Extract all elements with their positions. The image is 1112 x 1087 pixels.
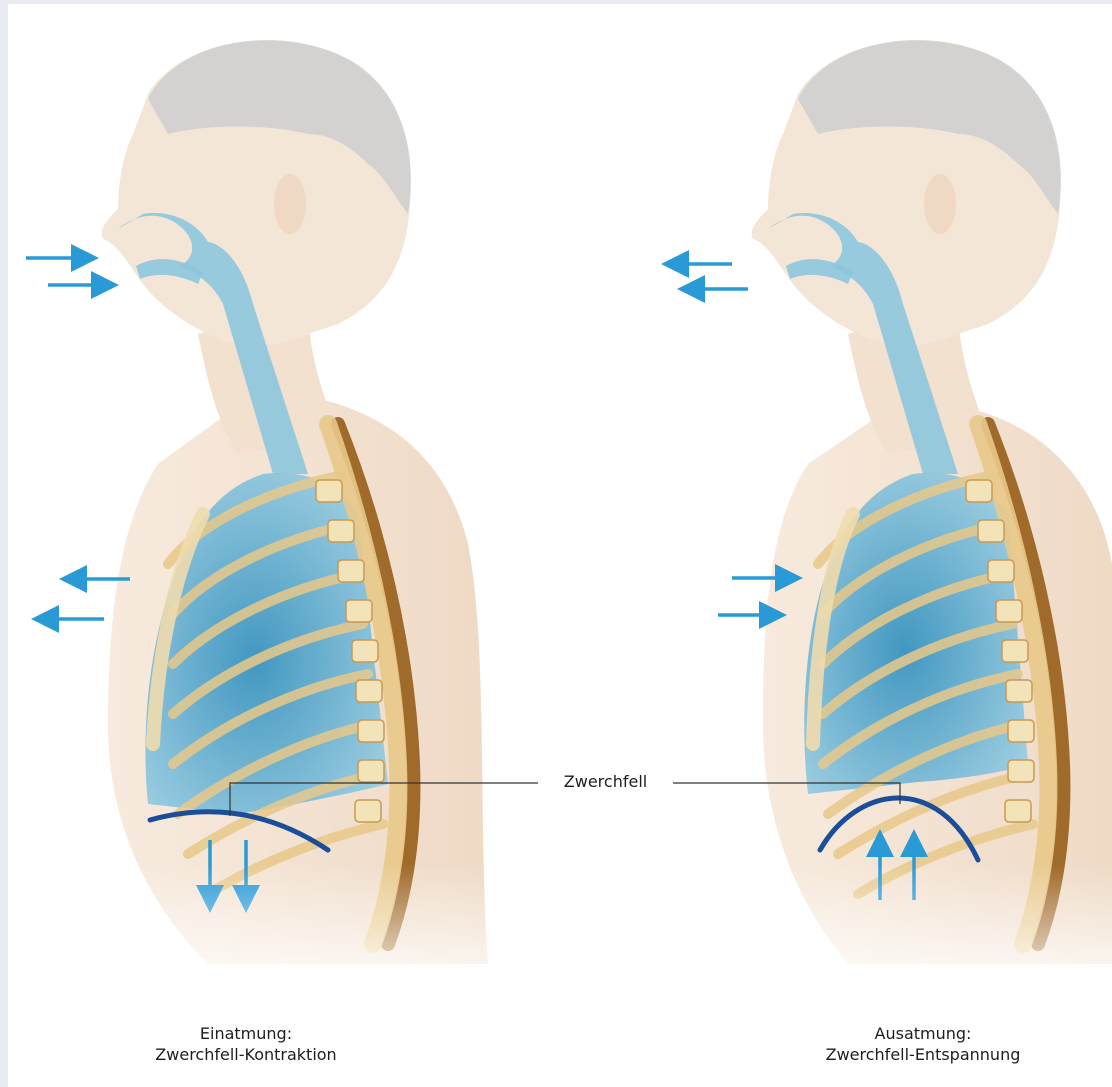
bottom-fade — [8, 864, 1112, 1004]
caption-exhalation: Ausatmung: Zwerchfell-Entspannung — [793, 1023, 1053, 1065]
inhalation-figure — [26, 40, 488, 964]
exhalation-figure — [668, 40, 1112, 964]
caption-inhalation-subtitle: Zwerchfell-Kontraktion — [116, 1044, 376, 1065]
caption-exhalation-title: Ausatmung: — [793, 1023, 1053, 1044]
diaphragm-label: Zwerchfell — [538, 772, 673, 791]
caption-inhalation-title: Einatmung: — [116, 1023, 376, 1044]
ear-right — [924, 174, 956, 234]
breathing-illustration — [8, 4, 1112, 1087]
diagram-canvas: Zwerchfell Einatmung: Zwerchfell-Kontrak… — [8, 4, 1112, 1087]
caption-inhalation: Einatmung: Zwerchfell-Kontraktion — [116, 1023, 376, 1065]
caption-exhalation-subtitle: Zwerchfell-Entspannung — [793, 1044, 1053, 1065]
ear-left — [274, 174, 306, 234]
